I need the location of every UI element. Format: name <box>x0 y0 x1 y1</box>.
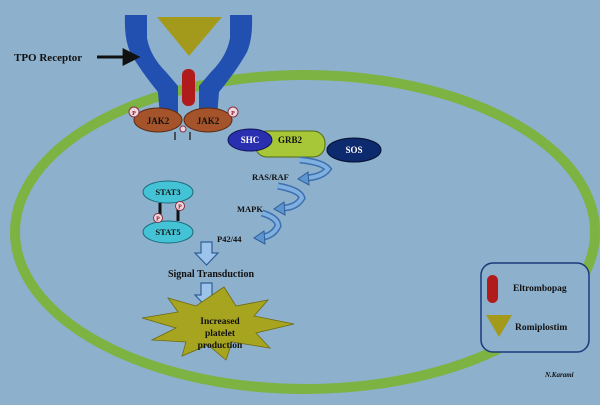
cascade-arrow-2 <box>273 182 306 216</box>
stat-phospho-top: P <box>175 201 185 211</box>
svg-text:P: P <box>178 205 182 211</box>
down-arrow-1 <box>193 241 220 266</box>
cell-membrane <box>10 70 600 394</box>
outcome-line-2: platelet <box>205 329 236 339</box>
tpo-receptor <box>124 15 253 117</box>
legend-romiplostim-label: Romiplostim <box>515 323 567 333</box>
romiplostim-ligand <box>157 17 222 56</box>
cascade-arrow-1 <box>297 156 333 186</box>
jak2-right-phospho: P <box>227 106 239 118</box>
shc-label: SHC <box>241 135 260 145</box>
receptor-right-arm <box>199 15 253 117</box>
stat5-protein: STAT5 <box>142 220 194 244</box>
outcome-line-3: production <box>198 341 243 351</box>
stat3-protein: STAT3 <box>142 180 194 204</box>
ras-raf-label: RAS/RAF <box>252 172 289 182</box>
legend-romiplostim-swatch <box>486 315 512 337</box>
shc-protein: SHC <box>227 128 273 152</box>
jak2-left-label: JAK2 <box>147 116 170 126</box>
svg-text:P: P <box>156 217 160 223</box>
cascade-arrow-3 <box>253 209 282 245</box>
stat5-label: STAT5 <box>155 227 180 237</box>
stat-phospho-bottom: P <box>153 213 163 223</box>
sos-protein: SOS <box>326 137 382 163</box>
p42-44-label: P42/44 <box>217 234 242 244</box>
jak2-right-label: JAK2 <box>197 116 220 126</box>
author-signature: N.Karami <box>544 371 574 379</box>
platelet-burst <box>141 286 295 361</box>
mapk-label: MAPK <box>237 204 263 214</box>
jak2-left: JAK2 <box>133 107 183 133</box>
svg-text:P: P <box>231 111 235 117</box>
sos-label: SOS <box>345 145 362 155</box>
signal-transduction-label: Signal Transduction <box>168 269 254 280</box>
receptor-left-arm <box>124 15 178 117</box>
tpo-receptor-label: TPO Receptor <box>14 52 82 64</box>
svg-text:P: P <box>132 111 136 117</box>
legend-eltrombopag-swatch <box>487 275 498 303</box>
jak2-left-phospho: P <box>128 106 140 118</box>
stat3-label: STAT3 <box>155 187 180 197</box>
jak2-center-phospho <box>179 125 187 133</box>
grb2-label: GRB2 <box>278 135 303 145</box>
legend: Eltrombopag Romiplostim <box>480 262 590 353</box>
eltrombopag-molecule <box>182 69 195 106</box>
jak2-right: JAK2 <box>183 107 233 133</box>
outcome-line-1: Increased <box>200 317 240 327</box>
legend-box <box>480 262 590 353</box>
legend-eltrombopag-label: Eltrombopag <box>513 284 567 294</box>
